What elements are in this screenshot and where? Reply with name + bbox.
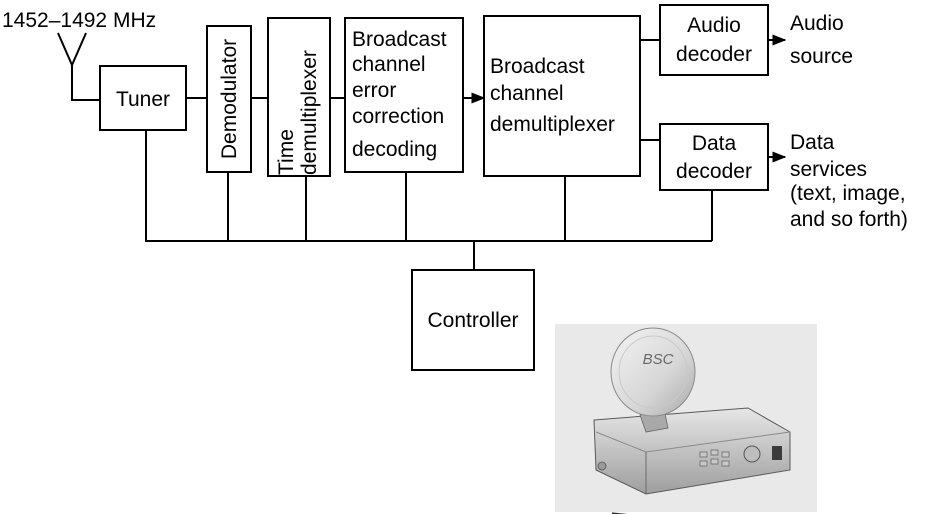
signal-wires [186, 34, 787, 163]
audio-decoder-line-1: Audio [687, 14, 741, 37]
demodulator-label: Demodulator [218, 39, 241, 159]
svg-text:services: services [790, 158, 867, 181]
time-demux-line-2: demultiplexer [298, 50, 321, 175]
tuner-block: Tuner [99, 65, 187, 131]
svg-text:source: source [790, 45, 853, 68]
error-correction-line-4: correction [352, 105, 444, 128]
audio-decoder-line-2: decoder [676, 43, 752, 66]
time-demux-line-1: Time [275, 129, 298, 175]
svg-text:Audio: Audio [790, 12, 844, 35]
tuner-label: Tuner [116, 88, 170, 111]
control-bus [145, 130, 713, 270]
error-correction-block: Broadcast channel error correction decod… [344, 17, 464, 173]
channel-demux-line-2: channel [490, 82, 564, 105]
error-correction-line-3: error [352, 79, 396, 102]
time-demux-block: Time demultiplexer [267, 17, 331, 177]
receiver-photo: BSC [555, 324, 817, 514]
controller-label: Controller [427, 309, 518, 332]
channel-demux-line-1: Broadcast [490, 55, 585, 78]
svg-text:Data: Data [790, 131, 835, 154]
error-correction-line-2: channel [352, 53, 426, 76]
error-correction-line-5: decoding [352, 138, 437, 161]
antenna [57, 32, 100, 101]
data-decoder-line-1: Data [692, 132, 737, 155]
data-decoder-block: Data decoder [659, 123, 769, 191]
channel-demux-line-3: demultiplexer [490, 113, 615, 136]
channel-demux-block: Broadcast channel demultiplexer [483, 15, 641, 177]
demodulator-block: Demodulator [206, 25, 252, 173]
frequency-label: 1452–1492 MHz [2, 9, 156, 32]
error-correction-line-1: Broadcast [352, 28, 447, 51]
data-output-label: Data services (text, image, and so forth… [790, 131, 908, 231]
device-logo: BSC [643, 351, 674, 368]
svg-text:(text, image,: (text, image, [790, 182, 906, 205]
controller-block: Controller [411, 269, 535, 371]
svg-text:and so forth): and so forth) [790, 208, 908, 231]
data-decoder-line-2: decoder [676, 160, 752, 183]
audio-decoder-block: Audio decoder [659, 4, 769, 76]
audio-output-label: Audio source [790, 12, 853, 68]
